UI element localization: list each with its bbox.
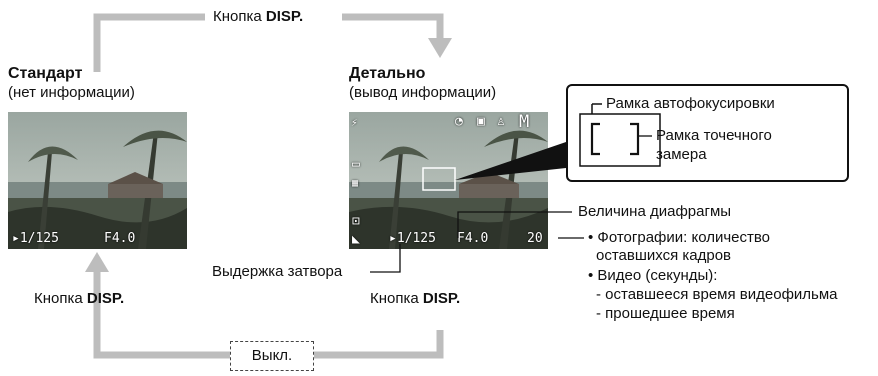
shutter-readout: ▸1/125: [389, 231, 436, 246]
detailed-mode-title: Детально: [349, 65, 426, 82]
standard-mode-subtitle: (нет информации): [8, 84, 135, 101]
button-word: Кнопка: [370, 290, 419, 307]
play-icon: ▸: [12, 231, 20, 246]
shutter-speed-label: Выдержка затвора: [212, 263, 343, 280]
callout-frames: [579, 103, 661, 167]
display-off-state: Выкл.: [230, 341, 314, 371]
photos-remaining-label-line2: оставшихся кадров: [596, 247, 732, 264]
photos-remaining-label-line1: • Фотографии: количество: [588, 229, 771, 246]
flash-off-icon: ⚡: [351, 116, 358, 129]
shots-remaining-readout: 20: [527, 231, 543, 246]
af-frame-label: Рамка автофокусировки: [606, 95, 775, 112]
standard-screen-preview: ▸1/125 F4.0: [8, 112, 187, 249]
video-label-line1: • Видео (секунды):: [588, 267, 718, 284]
beach-photo: [349, 112, 548, 249]
detailed-screen-preview: ⚡ ◔ ▣ ♙ M ▭ ▦ ⊡ ◣ ▸1/125 F4.0 20: [349, 112, 548, 249]
metering-icon: ▣: [477, 114, 485, 129]
button-word: Кнопка: [213, 8, 262, 25]
detailed-mode-subtitle: (вывод информации): [349, 84, 497, 101]
button-key: DISP.: [265, 8, 304, 25]
video-label-line3: - прошедшее время: [596, 305, 735, 322]
mode-letter: M: [519, 112, 530, 132]
spot-frame-label-line1: Рамка точечного: [656, 127, 772, 144]
button-key: DISP.: [422, 290, 461, 307]
spot-frame-label-line2: замера: [656, 146, 707, 163]
shutter-readout: ▸1/125: [12, 231, 59, 246]
drive-mode-icon: ▭: [352, 157, 360, 172]
spot-meter-icon: ⊡: [352, 214, 360, 229]
self-timer-icon: ◔: [455, 114, 463, 129]
right-disp-button-label: Кнопка DISP.: [370, 290, 460, 308]
standard-mode-title: Стандарт: [8, 65, 83, 82]
af-frame-callout: Рамка автофокусировки Рамка точечного за…: [566, 84, 849, 182]
play-icon: ▸: [389, 231, 397, 246]
aperture-value-label: Величина диафрагмы: [578, 203, 732, 220]
iso-icon: ▦: [352, 178, 359, 189]
left-disp-button-label: Кнопка DISP.: [34, 290, 124, 308]
af-frame-icon: [422, 167, 456, 191]
top-disp-button-label: Кнопка DISP.: [213, 8, 303, 26]
aperture-readout: F4.0: [104, 231, 136, 246]
person-icon: ♙: [497, 114, 505, 129]
aperture-readout: F4.0: [457, 231, 489, 246]
button-key: DISP.: [86, 290, 125, 307]
button-word: Кнопка: [34, 290, 83, 307]
battery-icon: ◣: [352, 232, 360, 247]
video-label-line2: - оставшееся время видеофильма: [596, 286, 838, 303]
beach-photo: [8, 112, 187, 249]
